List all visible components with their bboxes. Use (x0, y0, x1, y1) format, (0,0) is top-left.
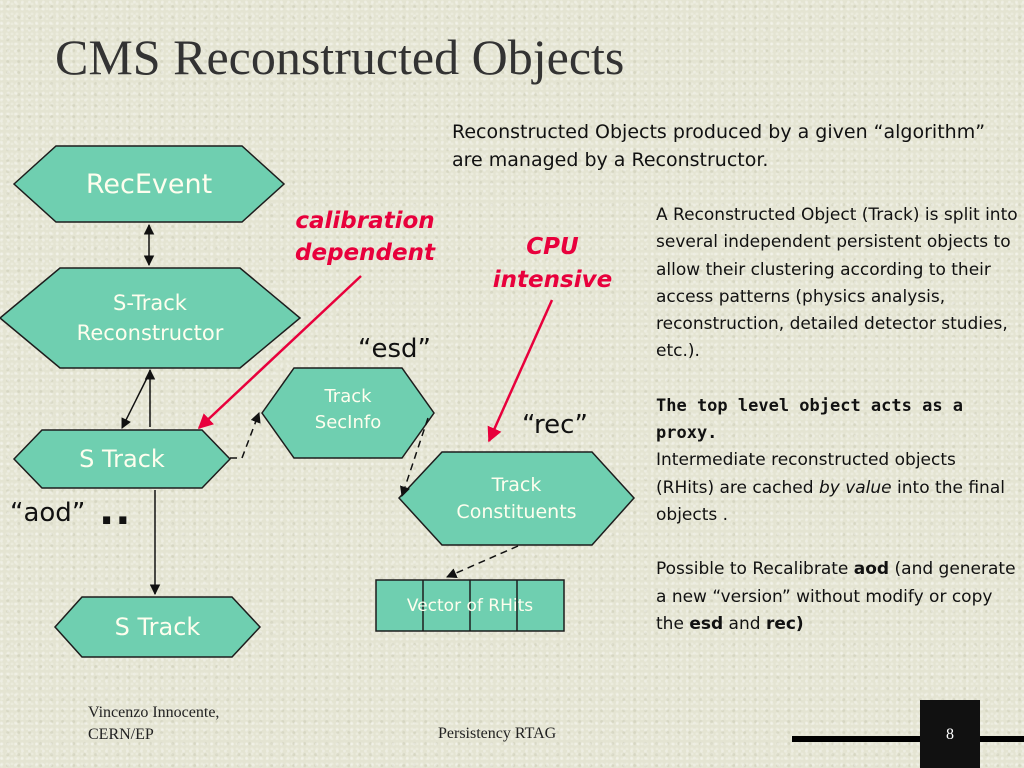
calibration-text-line1: calibration (295, 208, 435, 234)
recal-text-b: (and generate a new “version” without mo… (656, 559, 1016, 634)
explanation-paragraph-1: A Reconstructed Object (Track) is split … (656, 205, 1018, 362)
page-number: 8 (946, 726, 954, 743)
strack-reconstructor-link (121, 371, 151, 429)
explanation-text: A Reconstructed Object (Track) is split … (656, 202, 1018, 638)
constituents-rhits-dashed-link (446, 545, 519, 579)
cpu-arrow (487, 299, 554, 443)
rec-label: “rec” (522, 410, 588, 440)
ellipsis-dots: .. (99, 488, 132, 534)
rhits-vector (375, 579, 565, 632)
esd-label: “esd” (358, 334, 431, 364)
cpu-text-line2: intensive (492, 267, 613, 293)
cpu-annotation: CPU intensive (480, 231, 625, 297)
calibration-text-line2: dependent (295, 240, 435, 266)
footer-author-line2: CERN/EP (88, 726, 154, 743)
aod-label: “aod” (10, 498, 86, 528)
cpu-text-line1: CPU (526, 234, 579, 260)
calibration-arrow (197, 275, 362, 430)
recal-rec: rec) (765, 613, 804, 634)
secinfo-hexagon (261, 367, 435, 459)
calibration-annotation: calibration dependent (280, 205, 450, 269)
recal-text-c: and (723, 613, 766, 634)
recal-aod: aod (853, 559, 890, 580)
recal-text-a: Possible to Recalibrate (656, 559, 854, 580)
page-number-box (920, 700, 980, 768)
footer-bar (792, 736, 1024, 742)
cache-text-a: Intermediate reconstructed objects (RHit… (656, 450, 956, 498)
recal-esd: esd (689, 613, 724, 634)
explanation-paragraph-2: The top level object acts as a proxy. Int… (656, 393, 1018, 529)
constituents-hexagon (397, 451, 636, 546)
footer-center: Persistency RTAG (438, 725, 557, 742)
recevent-hexagon (12, 145, 286, 223)
strack-1-hexagon (12, 429, 232, 489)
explanation-paragraph-3: Possible to Recalibrate aod (and generat… (656, 556, 1018, 638)
proxy-statement: The top level object acts as a proxy. (656, 395, 964, 444)
strack-secinfo-dashed-link (230, 412, 261, 459)
footer-author: Vincenzo Innocente, CERN/EP (88, 702, 219, 746)
secinfo-constituents-dashed-link (400, 417, 429, 497)
intro-paragraph: Reconstructed Objects produced by a give… (452, 121, 986, 171)
strack-2-hexagon (53, 596, 262, 658)
page-title: CMS Reconstructed Objects (55, 29, 625, 85)
footer-author-line1: Vincenzo Innocente, (88, 704, 220, 721)
reconstructor-hexagon (0, 267, 302, 369)
cache-text-b: into the final objects . (656, 477, 1005, 525)
cache-text-italic: by value (818, 477, 892, 498)
